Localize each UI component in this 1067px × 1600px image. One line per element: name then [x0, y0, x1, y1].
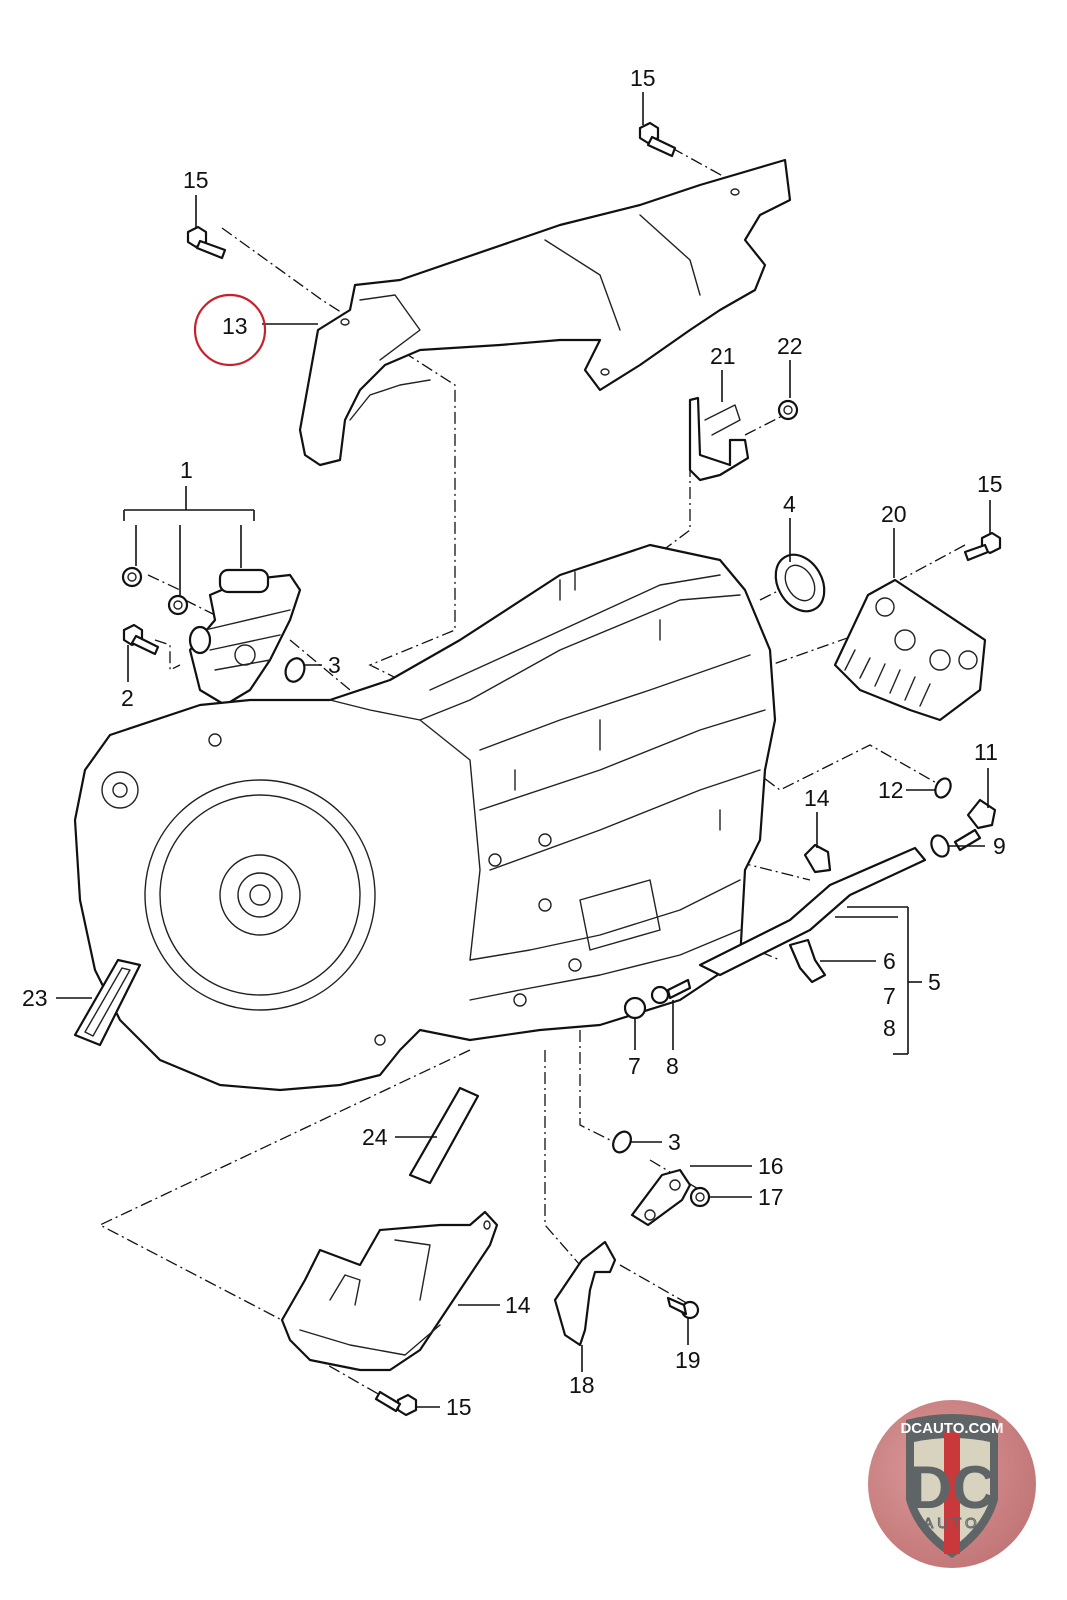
part-4-seal[interactable]	[766, 546, 834, 620]
callout-12[interactable]: 14	[804, 785, 830, 811]
callout-14[interactable]: 14	[505, 1292, 531, 1318]
callout-13[interactable]: 13	[222, 313, 248, 339]
callout-15[interactable]: 15	[977, 471, 1003, 497]
callout-19[interactable]: 19	[675, 1347, 701, 1373]
leader-lines	[56, 92, 991, 1408]
dcauto-logo-badge: DCAUTO.COM DC AUTO	[868, 1400, 1036, 1568]
part-3-washer-lower[interactable]	[610, 1128, 635, 1155]
part-22-nut[interactable]	[777, 399, 799, 421]
callout-20[interactable]: 20	[881, 501, 907, 527]
part-17-nut[interactable]	[689, 1186, 711, 1208]
logo-site-text: DCAUTO.COM	[900, 1420, 1003, 1437]
callout-1[interactable]: 1	[180, 457, 193, 483]
bolt-15-top-right[interactable]	[638, 121, 677, 158]
callout-9[interactable]: 9	[993, 833, 1006, 859]
callout-labels: 15 15 13 21 22 1 15 4 20 3 2 11 12 14 9 …	[22, 65, 1006, 1420]
part-18-bracket[interactable]	[553, 1240, 617, 1347]
callout-21[interactable]: 21	[710, 343, 736, 369]
callout-23[interactable]: 23	[22, 985, 48, 1011]
logo-subtitle: AUTO	[923, 1515, 980, 1532]
callout-2[interactable]: 2	[121, 685, 134, 711]
part-10-fitting[interactable]	[953, 798, 997, 852]
part-21-bracket[interactable]	[688, 396, 750, 482]
callout-17[interactable]: 17	[758, 1184, 784, 1210]
callout-24[interactable]: 24	[362, 1124, 388, 1150]
part-2-bolt[interactable]	[122, 623, 160, 656]
callout-15[interactable]: 15	[183, 167, 209, 193]
transmission-housing[interactable]	[73, 543, 777, 1092]
callout-10[interactable]: 11	[974, 739, 998, 765]
callout-11[interactable]: 12	[878, 777, 904, 803]
part-9-hose-clamp[interactable]	[928, 833, 952, 860]
callout-18[interactable]: 18	[569, 1372, 595, 1398]
callout-15[interactable]: 15	[446, 1394, 472, 1420]
part-8-bolt[interactable]	[650, 978, 692, 1005]
callout-8[interactable]: 8	[883, 1015, 896, 1041]
callout-6[interactable]: 6	[883, 948, 896, 974]
callout-5[interactable]: 5	[928, 969, 941, 995]
callout-4[interactable]: 4	[783, 491, 796, 517]
part-1-selector-switch[interactable]	[188, 568, 302, 707]
part-7-plug[interactable]	[623, 996, 647, 1020]
callout-16[interactable]: 16	[758, 1153, 784, 1179]
part-12-clip[interactable]	[803, 843, 832, 874]
callout-7[interactable]: 7	[883, 983, 896, 1009]
part-23-gasket[interactable]	[73, 958, 142, 1047]
part-5-oil-line[interactable]	[698, 846, 927, 977]
part-6-clip[interactable]	[788, 938, 827, 984]
part-16-lever[interactable]	[630, 1168, 692, 1227]
part-20-cover[interactable]	[833, 578, 987, 722]
callout-7[interactable]: 7	[628, 1053, 641, 1079]
part-24-sleeve[interactable]	[408, 1086, 480, 1185]
part-13-heat-shield[interactable]	[298, 158, 792, 467]
bolt-15-right[interactable]	[963, 531, 1002, 562]
logo-stripe	[944, 1432, 960, 1554]
part-14-lower-shield[interactable]	[280, 1210, 499, 1372]
callout-15[interactable]: 15	[630, 65, 656, 91]
highlight-circle-13	[193, 293, 267, 367]
callout-3[interactable]: 3	[668, 1129, 681, 1155]
part-1-lock-washer[interactable]	[167, 594, 189, 616]
part-3-seal-upper[interactable]	[282, 656, 307, 685]
part-1-nut[interactable]	[121, 566, 143, 588]
callout-22[interactable]: 22	[777, 333, 803, 359]
callout-3[interactable]: 3	[328, 652, 341, 678]
bolt-15-top-left[interactable]	[186, 225, 227, 260]
bolt-15-bottom[interactable]	[374, 1390, 418, 1417]
callout-8[interactable]: 8	[666, 1053, 679, 1079]
logo-monogram: DC	[909, 1454, 996, 1521]
part-19-bolt[interactable]	[666, 1296, 700, 1320]
part-11-seal[interactable]	[932, 776, 953, 800]
